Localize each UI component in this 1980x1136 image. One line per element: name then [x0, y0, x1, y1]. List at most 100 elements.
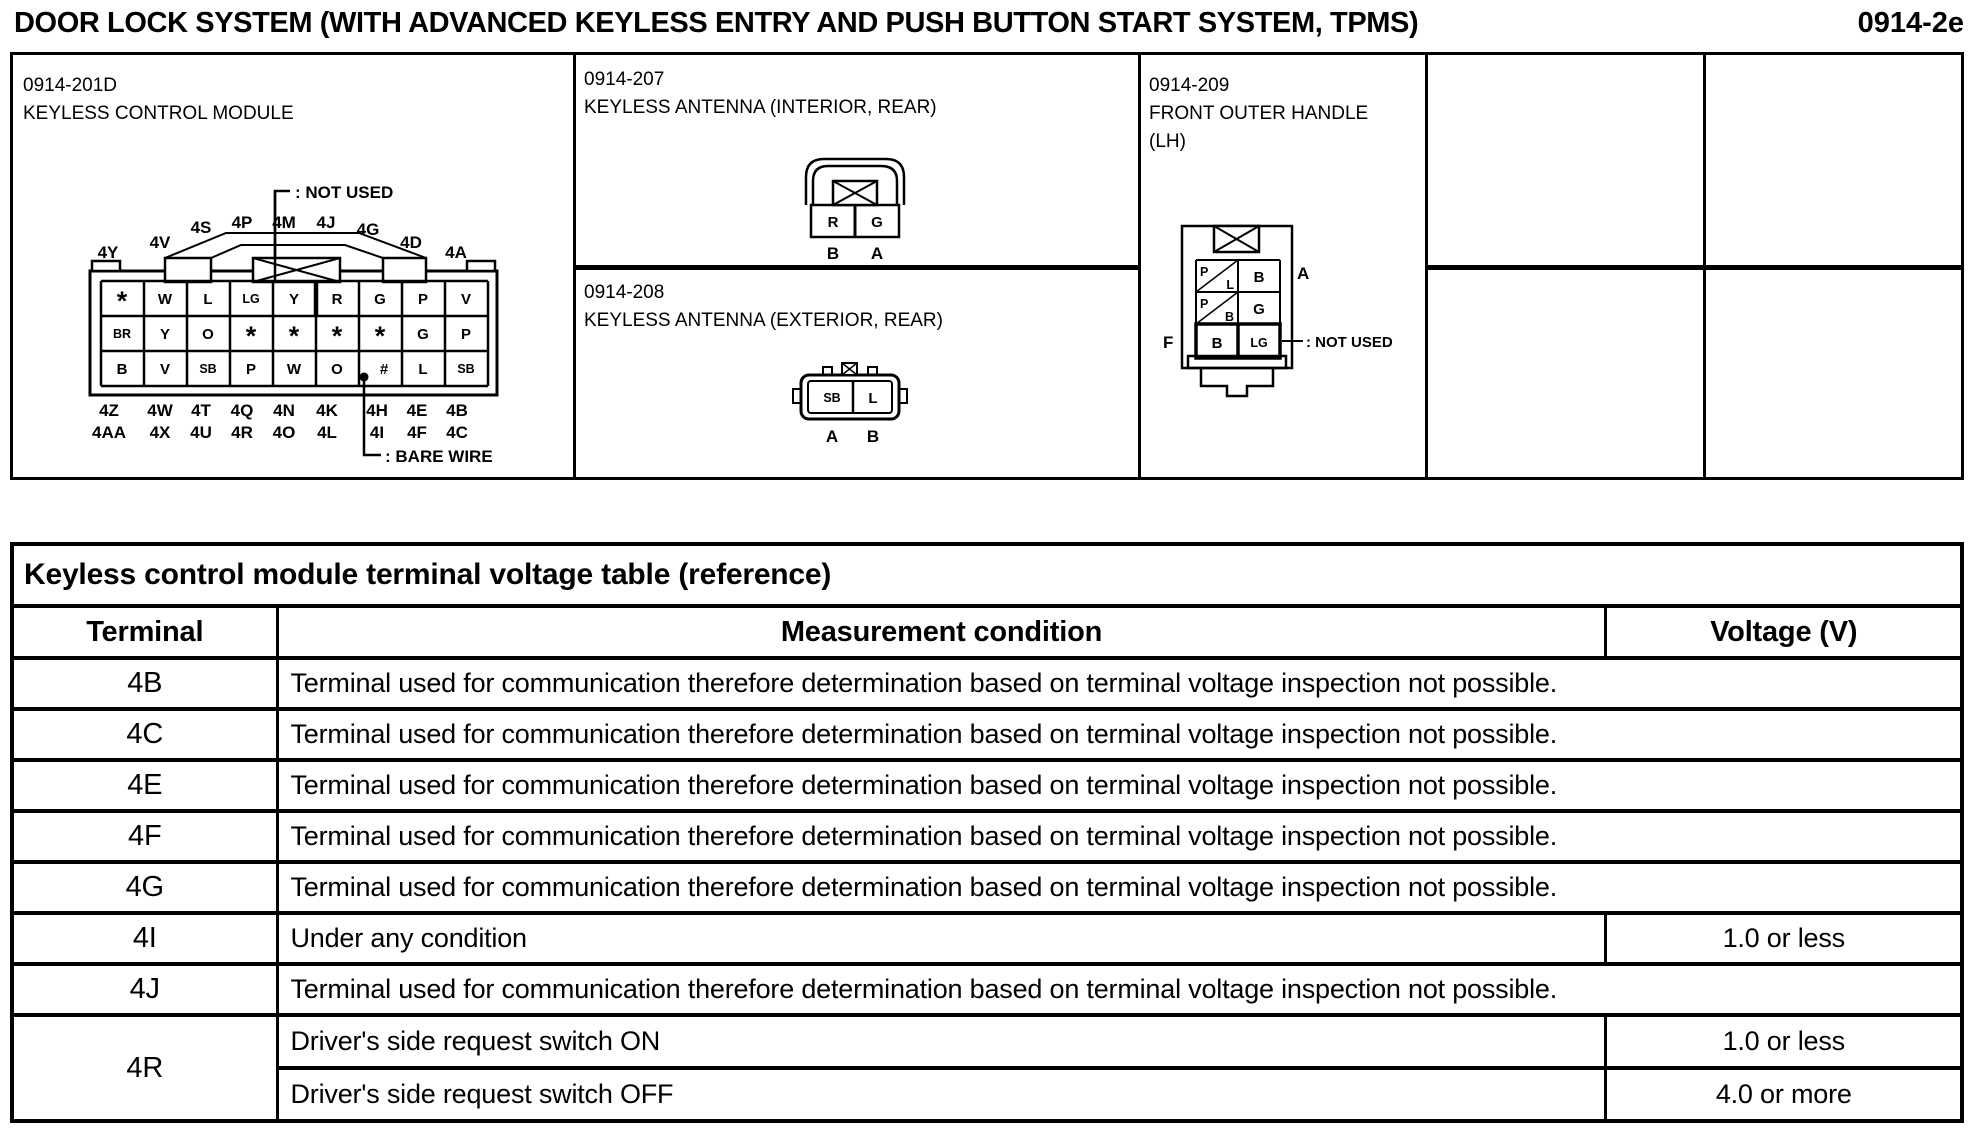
terminal-label: 4L: [317, 423, 337, 442]
table-row: 4F Terminal used for communication there…: [10, 809, 1964, 864]
terminal-label: A: [1297, 264, 1309, 283]
pin-cell: L: [203, 291, 212, 308]
table-row: Driver's side request switch OFF 4.0 or …: [12, 1066, 1964, 1123]
pin-cell: W: [287, 361, 302, 378]
pin-cell: O: [202, 326, 214, 343]
bottom-terminal-labels-row2: 4AA 4X 4U 4R 4O 4L 4I 4F 4C: [92, 423, 468, 442]
keyless-control-module-diagram: 0914-201D KEYLESS CONTROL MODULE : NOT U…: [23, 75, 499, 466]
pin-row-2: BR Y O * * * * G P: [113, 321, 471, 351]
pin-cell: G: [1253, 301, 1265, 318]
connector-diagram-grid: 0914-201D KEYLESS CONTROL MODULE : NOT U…: [10, 52, 1964, 480]
terminal-label: 4X: [150, 423, 171, 442]
terminal-label: F: [1163, 333, 1173, 352]
pin-cell: P: [1200, 265, 1208, 279]
pin-cell: Y: [289, 291, 299, 308]
terminal-label: 4Y: [98, 243, 119, 262]
pin-cell: L: [868, 390, 877, 407]
crossed-not-used-box: [841, 362, 858, 376]
terminal-label: 4T: [191, 401, 211, 420]
condition-cell: Terminal used for communication therefor…: [275, 656, 1964, 711]
terminal-label: 4E: [407, 401, 428, 420]
voltage-table-title: Keyless control module terminal voltage …: [10, 542, 1964, 608]
terminal-label: 4D: [400, 233, 422, 252]
pin-cell: P: [461, 326, 471, 343]
terminal-label: 4S: [191, 218, 212, 237]
condition-cell: Terminal used for communication therefor…: [275, 809, 1964, 864]
terminal-label: 4H: [366, 401, 388, 420]
pin-cell: P: [1200, 297, 1208, 311]
crossed-not-used-box: [251, 191, 342, 284]
terminal-label: A: [871, 244, 883, 263]
terminal-label: 4F: [407, 423, 427, 442]
terminal-label: 4P: [232, 213, 253, 232]
terminal-label: 4AA: [92, 423, 126, 442]
not-used-callout: : NOT USED: [1282, 334, 1393, 351]
pin-texts: SB L A B: [823, 390, 879, 446]
pin-cell: W: [158, 291, 173, 308]
condition-cell: Terminal used for communication therefor…: [275, 860, 1964, 915]
empty-cell: [1706, 55, 1961, 270]
pin-cell: R: [828, 214, 839, 231]
pin-cell: G: [374, 291, 386, 308]
pin-cell: BR: [113, 327, 131, 341]
pin-cell: V: [461, 291, 471, 308]
pin-cell: R: [332, 291, 343, 308]
crossed-not-used-box: [831, 179, 879, 207]
terminal-label: 4J: [317, 213, 336, 232]
terminal-cell: 4R: [10, 1013, 279, 1123]
connector-name-2: (LH): [1149, 131, 1186, 152]
cell-empty-1: [1425, 55, 1703, 477]
pin-cell: L: [1226, 278, 1234, 292]
cell-keyless-control-module: 0914-201D KEYLESS CONTROL MODULE : NOT U…: [13, 55, 573, 477]
pin-cell: *: [375, 321, 386, 351]
voltage-cell: 1.0 or less: [1604, 911, 1964, 966]
terminal-cell: 4B: [10, 656, 279, 711]
connector-id: 0914-209: [1149, 75, 1229, 96]
empty-cell: [1706, 270, 1961, 472]
pin-cell: G: [871, 214, 883, 231]
table-row: 4I Under any condition 1.0 or less: [10, 911, 1964, 966]
terminal-label: 4O: [273, 423, 296, 442]
keyless-antenna-interior-diagram: 0914-207 KEYLESS ANTENNA (INTERIOR, REAR…: [584, 69, 937, 263]
voltage-cell: 4.0 or more: [1604, 1066, 1964, 1123]
keyless-antenna-exterior-diagram: 0914-208 KEYLESS ANTENNA (EXTERIOR, REAR…: [584, 282, 943, 446]
pin-cell: LG: [242, 292, 259, 306]
connector-id: 0914-208: [584, 282, 664, 303]
table-row: 4B Terminal used for communication there…: [10, 656, 1964, 711]
terminal-cell: 4J: [10, 962, 279, 1017]
header-condition: Measurement condition: [275, 604, 1608, 660]
terminal-label: 4R: [231, 423, 253, 442]
table-row: 4R Driver's side request switch ON 1.0 o…: [10, 1013, 1964, 1123]
terminal-cell: 4G: [10, 860, 279, 915]
pin-cell: B: [117, 361, 128, 378]
condition-cell: Terminal used for communication therefor…: [275, 707, 1964, 762]
pin-grid: [99, 279, 490, 388]
svg-text:: BARE WIRE: : BARE WIRE: [385, 447, 493, 466]
pin-cell: SB: [457, 362, 474, 376]
pin-cell: L: [418, 361, 427, 378]
connector-name: KEYLESS ANTENNA (INTERIOR, REAR): [584, 97, 937, 118]
pin-row-1: * W L LG Y R G P V: [117, 286, 471, 316]
terminal-label: B: [867, 427, 879, 446]
table-row: 4J Terminal used for communication there…: [10, 962, 1964, 1017]
header-terminal: Terminal: [10, 604, 279, 660]
terminal-label: 4I: [370, 423, 384, 442]
front-outer-handle-diagram: 0914-209 FRONT OUTER HANDLE (LH): [1149, 75, 1393, 398]
pin-texts: R G B A: [827, 214, 883, 263]
table-row: 4E Terminal used for communication there…: [10, 758, 1964, 813]
terminal-label: 4V: [150, 233, 171, 252]
terminal-label: 4Q: [231, 401, 254, 420]
terminal-label: 4G: [357, 220, 380, 239]
top-terminal-labels: 4Y 4V 4S 4P 4M 4J 4G 4D 4A: [98, 213, 467, 262]
svg-text:: NOT USED: : NOT USED: [1306, 334, 1393, 351]
pin-cell: V: [160, 361, 170, 378]
pin-cell: *: [246, 321, 257, 351]
empty-cell: [1428, 55, 1703, 270]
cell-front-outer-handle: 0914-209 FRONT OUTER HANDLE (LH): [1138, 55, 1425, 477]
terminal-label: 4A: [445, 243, 467, 262]
terminal-cell: 4C: [10, 707, 279, 762]
terminal-label: 4N: [273, 401, 295, 420]
terminal-label: B: [827, 244, 839, 263]
terminal-cell: 4F: [10, 809, 279, 864]
condition-cell: Terminal used for communication therefor…: [275, 758, 1964, 813]
